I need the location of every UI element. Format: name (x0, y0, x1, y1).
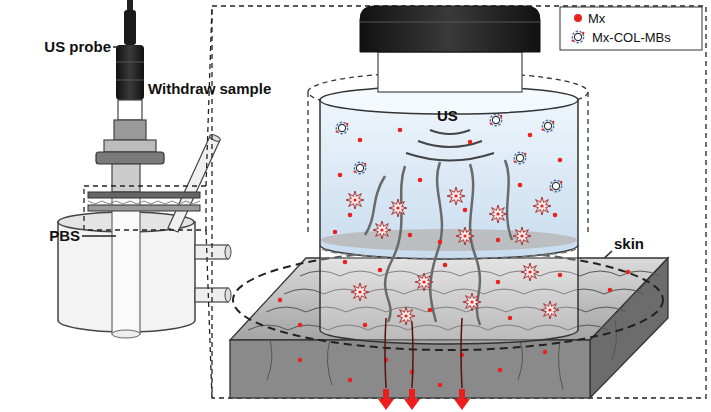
donor-chamber (308, 72, 588, 344)
skin-label: skin (614, 235, 644, 252)
legend-swatch (574, 14, 582, 22)
legend-text: Mx-COL-MBs (592, 29, 671, 46)
leader-lines (82, 47, 612, 262)
permeation-arrows (378, 389, 470, 410)
withdraw-label: Withdraw sample (148, 80, 271, 97)
legend-box (560, 7, 702, 50)
penetration-paths (385, 318, 462, 388)
microbubbles (336, 114, 563, 192)
franz-cell (58, 133, 231, 338)
legend-text: Mx (588, 10, 605, 27)
pbs-label: PBS (49, 227, 80, 244)
collapsing-bubbles (346, 187, 559, 325)
zoom-outline (84, 6, 706, 398)
probe-head (360, 6, 540, 92)
drug-particles (278, 128, 631, 388)
ultrasound-waves (406, 130, 494, 161)
ultrasound-label: US (437, 107, 458, 124)
probe-label: US probe (44, 38, 111, 55)
probe-assembly (88, 0, 200, 211)
cavitation-streamers (365, 160, 512, 325)
